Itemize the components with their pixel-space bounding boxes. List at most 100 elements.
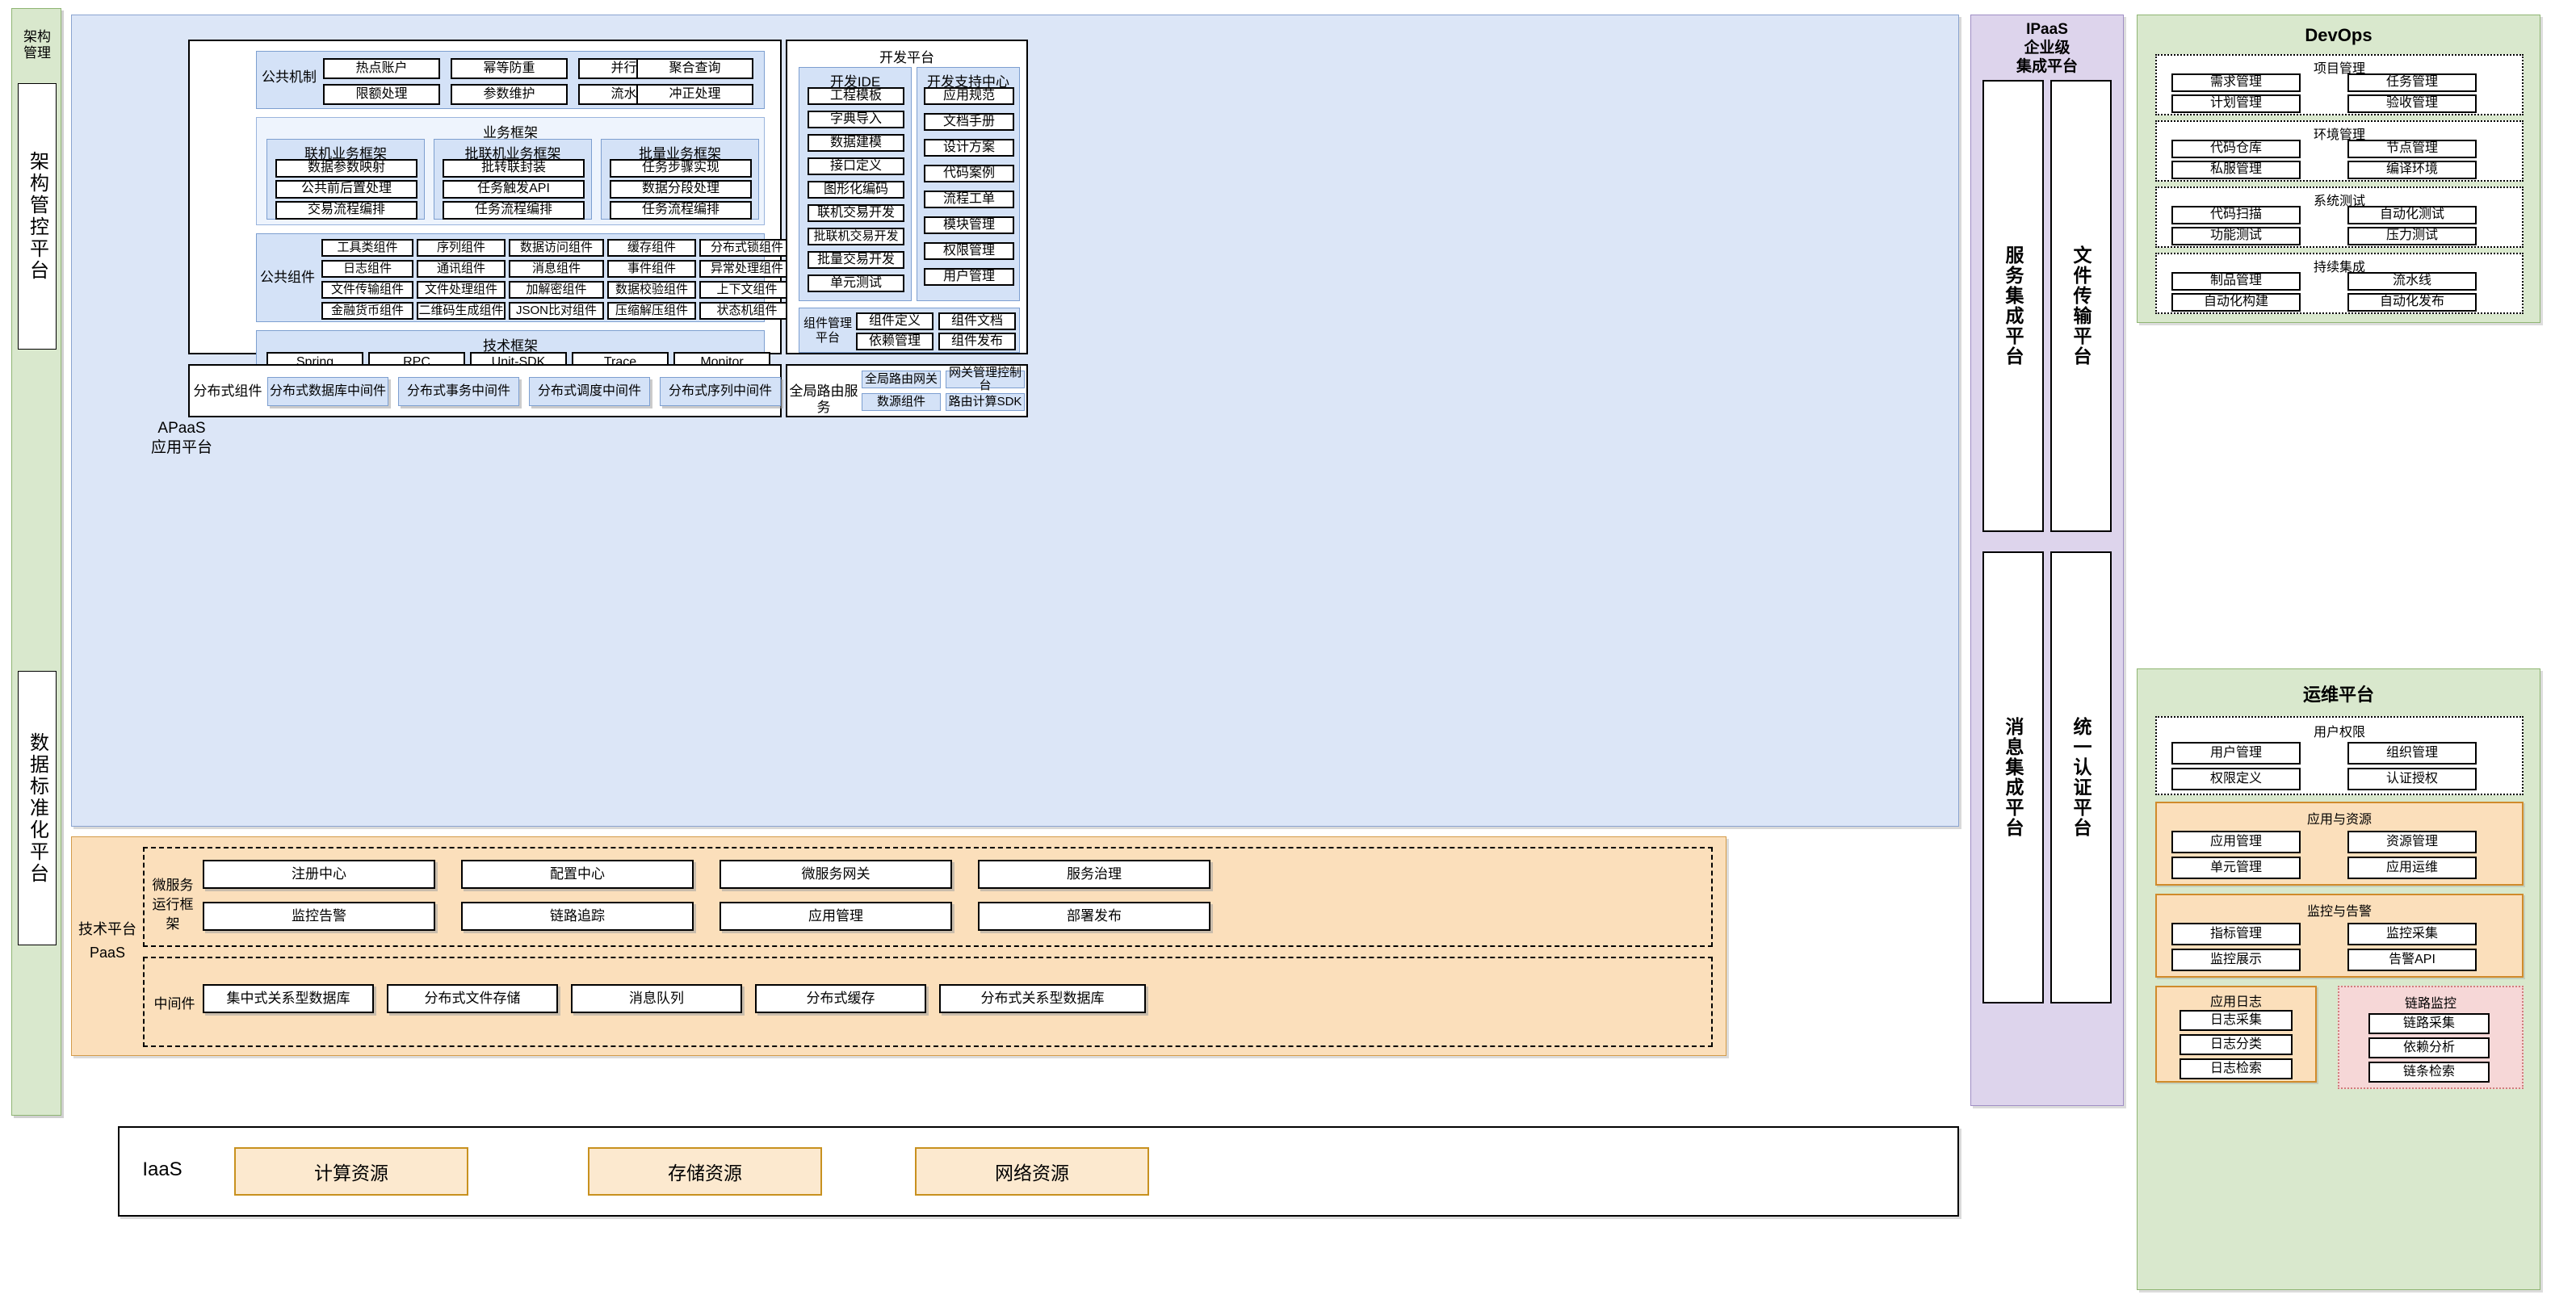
chip[interactable]: 设计方案: [924, 139, 1014, 157]
chip[interactable]: 分布式文件存储: [387, 984, 558, 1013]
chip[interactable]: 私服管理: [2171, 161, 2301, 179]
chip[interactable]: 组件发布: [938, 333, 1016, 350]
chip[interactable]: 数据分段处理: [610, 180, 752, 199]
chip[interactable]: 自动化发布: [2347, 293, 2477, 312]
chip[interactable]: 应用运维: [2347, 857, 2477, 879]
chip[interactable]: 代码仓库: [2171, 140, 2301, 158]
chip[interactable]: 任务流程编排: [610, 201, 752, 220]
chip[interactable]: 任务触发API: [443, 180, 585, 199]
chip[interactable]: 幂等防重: [451, 58, 568, 79]
chip-storage-resource[interactable]: 存储资源: [588, 1147, 822, 1196]
chip[interactable]: 批转联封装: [443, 159, 585, 178]
chip[interactable]: 文件传输组件: [321, 281, 413, 299]
chip[interactable]: 验收管理: [2347, 94, 2477, 113]
chip[interactable]: 计划管理: [2171, 94, 2301, 113]
chip[interactable]: 日志分类: [2180, 1034, 2293, 1055]
chip[interactable]: 路由计算SDK: [946, 393, 1025, 411]
chip[interactable]: 异常处理组件: [699, 260, 795, 278]
chip[interactable]: 序列组件: [417, 239, 506, 257]
ipaas-cell-file-transfer[interactable]: 文件传输平台: [2050, 80, 2112, 532]
chip[interactable]: 认证授权: [2347, 768, 2477, 790]
rail-cell-architecture-control-platform[interactable]: 架构管控平台: [18, 83, 57, 350]
chip[interactable]: 压力测试: [2347, 227, 2477, 245]
chip[interactable]: 节点管理: [2347, 140, 2477, 158]
chip[interactable]: 文件处理组件: [417, 281, 506, 299]
chip[interactable]: 流水线: [2347, 272, 2477, 291]
chip[interactable]: 数据校验组件: [607, 281, 696, 299]
chip[interactable]: 数源组件: [862, 393, 941, 411]
chip[interactable]: JSON比对组件: [509, 302, 604, 320]
chip-compute-resource[interactable]: 计算资源: [234, 1147, 468, 1196]
ipaas-cell-message-integration[interactable]: 消息集成平台: [1982, 551, 2044, 1003]
chip[interactable]: 组织管理: [2347, 742, 2477, 765]
chip[interactable]: 链条检索: [2368, 1062, 2490, 1083]
chip[interactable]: 权限管理: [924, 242, 1014, 260]
chip[interactable]: 配置中心: [461, 860, 694, 889]
chip[interactable]: 联机交易开发: [808, 204, 904, 222]
chip[interactable]: 应用规范: [924, 87, 1014, 105]
chip[interactable]: 分布式锁组件: [699, 239, 795, 257]
chip[interactable]: 代码案例: [924, 165, 1014, 182]
chip[interactable]: 部署发布: [978, 902, 1210, 931]
chip[interactable]: 指标管理: [2171, 923, 2301, 945]
chip[interactable]: 公共前后置处理: [275, 180, 417, 199]
chip[interactable]: 用户管理: [924, 268, 1014, 286]
chip[interactable]: 加解密组件: [509, 281, 604, 299]
chip[interactable]: 分布式事务中间件: [398, 377, 519, 406]
chip[interactable]: 监控采集: [2347, 923, 2477, 945]
chip[interactable]: 告警API: [2347, 949, 2477, 971]
chip[interactable]: 限额处理: [323, 84, 440, 105]
chip[interactable]: 权限定义: [2171, 768, 2301, 790]
chip[interactable]: 压缩解压组件: [607, 302, 696, 320]
chip[interactable]: 数据建模: [808, 134, 904, 152]
chip[interactable]: 批量交易开发: [808, 251, 904, 269]
chip[interactable]: 分布式关系型数据库: [939, 984, 1146, 1013]
chip[interactable]: 数据访问组件: [509, 239, 604, 257]
chip[interactable]: 日志采集: [2180, 1010, 2293, 1031]
chip[interactable]: 分布式数据库中间件: [267, 377, 388, 406]
chip[interactable]: 微服务网关: [720, 860, 952, 889]
chip[interactable]: 代码扫描: [2171, 206, 2301, 224]
chip[interactable]: 组件文档: [938, 312, 1016, 330]
chip[interactable]: 服务治理: [978, 860, 1210, 889]
chip[interactable]: 任务步骤实现: [610, 159, 752, 178]
chip[interactable]: 分布式缓存: [755, 984, 926, 1013]
chip[interactable]: 注册中心: [203, 860, 435, 889]
chip[interactable]: 接口定义: [808, 157, 904, 175]
chip[interactable]: 状态机组件: [699, 302, 795, 320]
chip[interactable]: 金融货币组件: [321, 302, 413, 320]
chip-network-resource[interactable]: 网络资源: [915, 1147, 1149, 1196]
chip[interactable]: 图形化编码: [808, 181, 904, 199]
chip[interactable]: 聚合查询: [636, 58, 753, 79]
chip[interactable]: 编译环境: [2347, 161, 2477, 179]
chip[interactable]: 监控告警: [203, 902, 435, 931]
chip[interactable]: 监控展示: [2171, 949, 2301, 971]
chip[interactable]: 单元管理: [2171, 857, 2301, 879]
chip[interactable]: 依赖分析: [2368, 1037, 2490, 1058]
chip[interactable]: 用户管理: [2171, 742, 2301, 765]
chip[interactable]: 制品管理: [2171, 272, 2301, 291]
chip[interactable]: 字典导入: [808, 111, 904, 128]
chip[interactable]: 全局路由网关: [862, 371, 941, 388]
chip[interactable]: 模块管理: [924, 216, 1014, 234]
chip[interactable]: 批联机交易开发: [808, 228, 904, 245]
ipaas-cell-unified-auth[interactable]: 统一认证平台: [2050, 551, 2112, 1003]
rail-cell-data-standardization-platform[interactable]: 数据标准化平台: [18, 671, 57, 945]
chip[interactable]: 工具类组件: [321, 239, 413, 257]
chip[interactable]: 参数维护: [451, 84, 568, 105]
chip[interactable]: 自动化测试: [2347, 206, 2477, 224]
chip[interactable]: 任务流程编排: [443, 201, 585, 220]
chip[interactable]: 二维码生成组件: [417, 302, 506, 320]
chip[interactable]: 组件定义: [856, 312, 933, 330]
chip[interactable]: 任务管理: [2347, 73, 2477, 92]
chip[interactable]: 集中式关系型数据库: [203, 984, 374, 1013]
chip[interactable]: 冲正处理: [636, 84, 753, 105]
chip[interactable]: 网关管理控制台: [946, 367, 1025, 392]
ipaas-cell-service-integration[interactable]: 服务集成平台: [1982, 80, 2044, 532]
chip[interactable]: 工程模板: [808, 87, 904, 105]
chip[interactable]: 上下文组件: [699, 281, 795, 299]
chip[interactable]: 应用管理: [2171, 831, 2301, 853]
chip[interactable]: 分布式调度中间件: [529, 377, 650, 406]
chip[interactable]: 应用管理: [720, 902, 952, 931]
chip[interactable]: 链路采集: [2368, 1013, 2490, 1034]
